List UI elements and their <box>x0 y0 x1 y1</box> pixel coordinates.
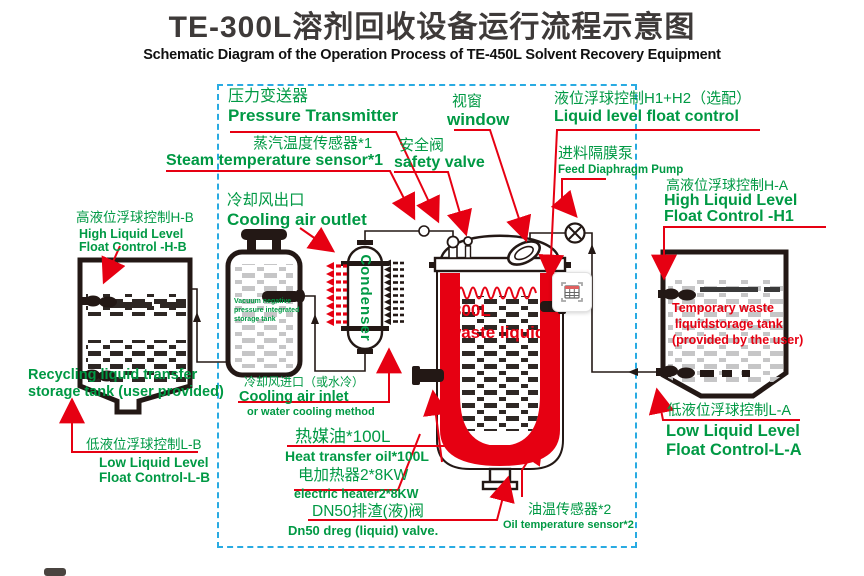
safety-valve-symbol <box>463 236 473 259</box>
label-vacuum-tank-l2: pressure integrated <box>234 307 300 314</box>
label-heat-oil-en: Heat transfer oil*100L <box>285 448 429 464</box>
page-title: TE-300L溶剂回收设备运行流程示意图 <box>168 11 696 44</box>
label-high-float-hb-zh: 高液位浮球控制H-B <box>76 210 194 225</box>
label-cooling-outlet-zh: 冷却风出口 <box>227 192 305 209</box>
tank-lid <box>433 256 567 273</box>
float-switch-la <box>656 365 695 379</box>
float-switch-lb <box>80 369 116 382</box>
label-low-float-lb-en2: Float Control-L-B <box>99 470 210 485</box>
label-float-h1h2-en: Liquid level float control <box>554 108 739 125</box>
label-electric-heater-en: electric heater2*8KW <box>294 487 419 501</box>
label-main-tank-l2: waste liquid <box>448 323 546 342</box>
label-vacuum-tank-l3: storage tank <box>234 316 276 323</box>
label-pressure-transmitter-zh: 压力变送器 <box>228 88 309 105</box>
label-cooling-inlet-en2: or water cooling method <box>247 406 375 418</box>
vacuum-tank <box>225 229 305 378</box>
float-switch-hb <box>82 295 117 308</box>
label-oil-temp-zh: 油温传感器*2 <box>528 501 612 517</box>
steam-sensor-symbol <box>418 225 430 237</box>
cooling-air-in-fins <box>384 259 404 325</box>
label-cooling-inlet-en1: Cooling air inlet <box>239 389 349 405</box>
recycling-tank <box>77 257 193 415</box>
temporary-waste-tank <box>656 249 789 399</box>
label-steam-sensor-zh: 蒸汽温度传感器*1 <box>253 135 373 152</box>
feed-pump-symbol <box>564 222 586 244</box>
label-recycling-tank-en1: Recycling liquid transfer <box>28 367 198 383</box>
label-high-float-ha-en2: Float Control -H1 <box>664 208 794 225</box>
bottom-left-artifact <box>44 568 66 576</box>
pipes <box>190 230 660 373</box>
label-high-float-ha-zh: 高液位浮球控制H-A <box>666 177 789 193</box>
main-tank <box>412 234 571 491</box>
flow-arrows <box>193 244 638 376</box>
label-cooling-inlet-zh: 冷却风进口（或水冷） <box>244 375 365 389</box>
label-oil-temp-en: Oil temperature sensor*2 <box>503 519 634 531</box>
condenser: Condenser <box>326 240 404 354</box>
leader-lines <box>59 129 826 521</box>
heater-nozzle-left <box>412 366 444 385</box>
cooling-air-out-fins <box>326 262 347 326</box>
label-low-float-la-en2: Float Control-L-A <box>666 441 802 459</box>
label-heat-oil-zh: 热媒油*100L <box>295 427 391 446</box>
label-dn50-zh: DN50排渣(液)阀 <box>312 503 424 520</box>
vapor-wave <box>457 286 537 300</box>
label-main-tank-l1: 300L <box>452 301 491 320</box>
label-safety-valve-en: safety valve <box>394 154 485 171</box>
float-switch-ha <box>658 288 696 301</box>
label-low-float-la-zh: 低液位浮球控制L-A <box>667 403 792 419</box>
label-low-float-la-en1: Low Liquid Level <box>666 422 800 440</box>
diagram-dashed-frame <box>217 84 637 548</box>
drain-spout <box>481 467 519 491</box>
label-cooling-outlet-en: Cooling air outlet <box>227 210 367 229</box>
label-steam-sensor-en: Steam temperature sensor*1 <box>166 152 383 169</box>
sight-window-symbol <box>507 240 541 266</box>
table-scan-icon <box>561 282 583 302</box>
label-electric-heater-zh: 电加热器2*8KW <box>298 467 409 484</box>
label-window-zh: 视窗 <box>452 93 483 110</box>
label-feed-pump-zh: 进料隔膜泵 <box>558 145 634 162</box>
label-recycling-tank-en2: storage tank (user provided) <box>28 384 224 400</box>
label-float-h1h2-zh: 液位浮球控制H1+H2（选配） <box>554 90 752 107</box>
label-pressure-transmitter-en: Pressure Transmitter <box>228 106 399 125</box>
table-scan-overlay-button[interactable] <box>552 272 592 312</box>
label-high-float-hb-en1: High Liquid Level <box>79 227 184 241</box>
label-dn50-en: Dn50 dreg (liquid) valve. <box>288 523 439 538</box>
page-subtitle: Schematic Diagram of the Operation Proce… <box>143 47 721 63</box>
label-low-float-lb-en1: Low Liquid Level <box>99 455 209 470</box>
label-high-float-ha-en1: High Liquid Level <box>664 192 798 209</box>
label-temp-waste-l2: liquidstorage tank <box>675 317 783 331</box>
label-vacuum-tank-l1: Vacuum negative <box>234 298 292 305</box>
label-feed-pump-en: Feed Diaphragm Pump <box>558 164 684 176</box>
label-low-float-lb-zh: 低液位浮球控制L-B <box>86 437 202 452</box>
label-window-en: window <box>447 110 510 129</box>
pressure-port-symbol <box>446 235 460 259</box>
condenser-label: Condenser <box>357 254 374 341</box>
label-high-float-hb-en2: Float Control -H-B <box>79 240 187 254</box>
label-safety-valve-zh: 安全阀 <box>399 137 445 154</box>
label-temp-waste-l1: Temporary waste <box>672 301 774 315</box>
label-temp-waste-l3: (provided by the user) <box>672 333 804 347</box>
